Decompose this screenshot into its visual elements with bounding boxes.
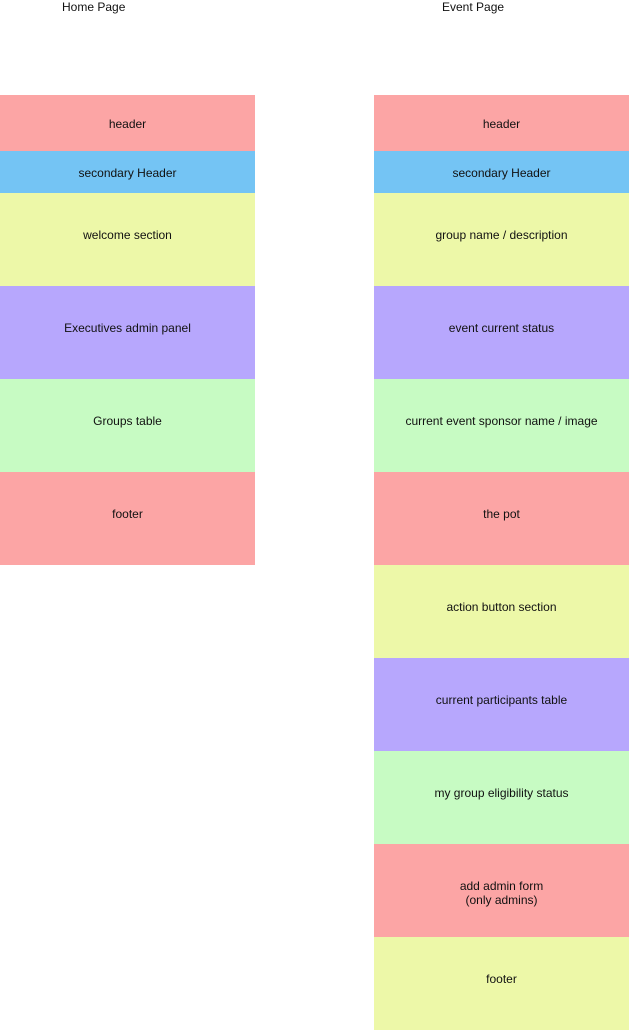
event-page-title: Event Page (442, 0, 505, 14)
home-page-column: header secondary Header welcome section … (0, 95, 255, 565)
event-add-admin-form-block: add admin form (only admins) (374, 844, 629, 937)
home-header-block: header (0, 95, 255, 151)
event-page-column: header secondary Header group name / des… (374, 95, 629, 1030)
event-action-button-section-block: action button section (374, 565, 629, 658)
event-header-block: header (374, 95, 629, 151)
event-secondary-header-block: secondary Header (374, 151, 629, 193)
event-participants-table-block: current participants table (374, 658, 629, 751)
home-secondary-header-block: secondary Header (0, 151, 255, 193)
home-footer-block: footer (0, 472, 255, 565)
home-page-title: Home Page (62, 0, 126, 14)
home-welcome-section-block: welcome section (0, 193, 255, 286)
home-executives-admin-panel-block: Executives admin panel (0, 286, 255, 379)
event-sponsor-block: current event sponsor name / image (374, 379, 629, 472)
event-footer-block: footer (374, 937, 629, 1030)
event-current-status-block: event current status (374, 286, 629, 379)
event-group-name-description-block: group name / description (374, 193, 629, 286)
home-groups-table-block: Groups table (0, 379, 255, 472)
event-the-pot-block: the pot (374, 472, 629, 565)
event-eligibility-status-block: my group eligibility status (374, 751, 629, 844)
